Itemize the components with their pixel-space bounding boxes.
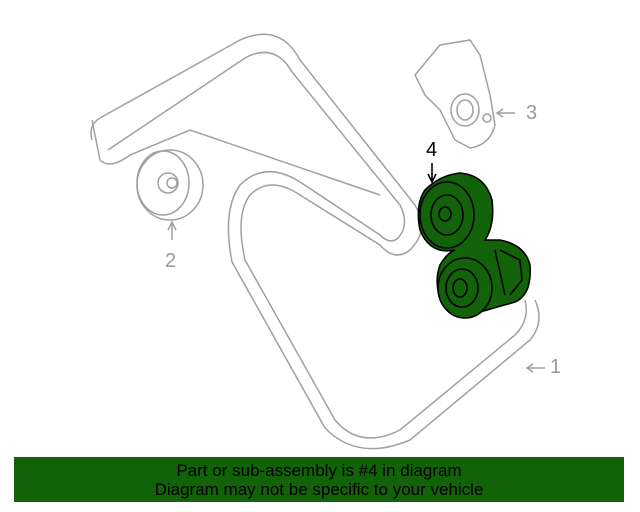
- idler-pulley: [136, 149, 204, 240]
- callout-3[interactable]: 3: [526, 102, 538, 124]
- info-banner: Part or sub-assembly is #4 in diagram Di…: [14, 457, 624, 502]
- tensioner-part-4[interactable]: [417, 172, 532, 319]
- callout-1[interactable]: 1: [550, 356, 562, 378]
- callout-4[interactable]: 4: [426, 139, 438, 161]
- banner-line-1: Part or sub-assembly is #4 in diagram: [176, 461, 462, 480]
- banner-line-2: Diagram may not be specific to your vehi…: [154, 480, 484, 499]
- parts-diagram: [90, 33, 545, 450]
- callout-4-arrowhead: [427, 173, 437, 184]
- bracket: [414, 39, 515, 149]
- callout-1-arrowhead: [525, 363, 534, 373]
- callout-2[interactable]: 2: [165, 250, 177, 272]
- belt: [90, 33, 540, 450]
